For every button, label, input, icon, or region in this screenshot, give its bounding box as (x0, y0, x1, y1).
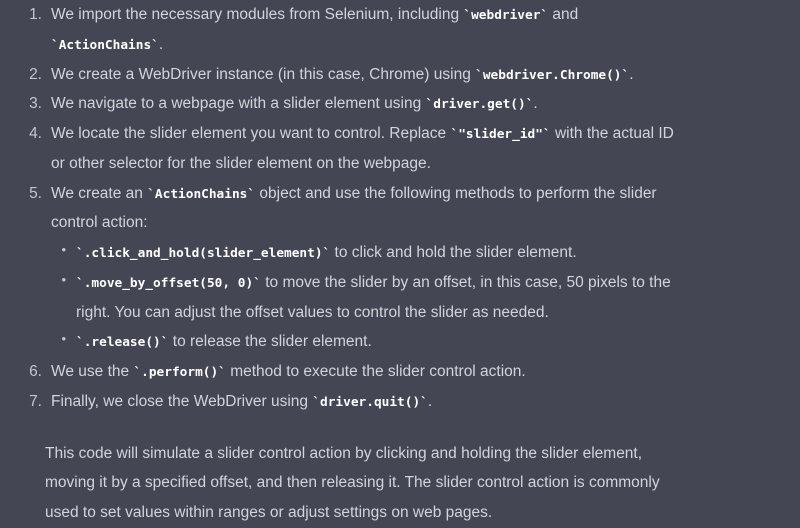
text-segment: . (533, 95, 538, 113)
line-text: We create an `ActionChains` object and u… (51, 179, 657, 210)
line-text: `.click_and_hold(slider_element)` to cli… (76, 238, 577, 269)
text-segment: We locate the slider element you want to… (51, 125, 451, 142)
line-text: or other selector for the slider element… (51, 149, 431, 179)
list-item-line: right. You can adjust the offset values … (0, 298, 800, 328)
line-text: `ActionChains`. (51, 30, 163, 61)
list-item-line: 2. We create a WebDriver instance (in thi… (0, 60, 800, 90)
line-text: control action: (51, 208, 148, 238)
list-number: 2. (29, 65, 42, 83)
inline-code: `driver.quit()` (312, 394, 428, 410)
text-segment: to click and hold the slider element. (330, 244, 577, 261)
line-text: right. You can adjust the offset values … (76, 298, 549, 328)
line-text: We locate the slider element you want to… (51, 119, 674, 150)
text-segment: moving it by a specified offset, and the… (45, 474, 660, 492)
paragraph-line: moving it by a specified offset, and the… (0, 468, 800, 498)
bullet-marker: • (61, 242, 66, 257)
line-text: `.move_by_offset(50, 0)` to move the sli… (76, 268, 671, 299)
text-segment: with the actual ID (550, 125, 674, 142)
paragraph-line: used to set values within ranges or adju… (0, 498, 800, 528)
line-text: We create a WebDriver instance (in this … (51, 60, 634, 91)
text-segment: We import the necessary modules from Sel… (51, 6, 464, 23)
text-segment: used to set values within ranges or adju… (45, 504, 493, 521)
text-segment: control action: (51, 214, 148, 232)
inline-code: `.release()` (76, 335, 169, 351)
inline-code: `"slider_id"` (450, 127, 551, 142)
inline-code: `webdriver` (463, 8, 549, 23)
text-segment: This code will simulate a slider control… (45, 444, 643, 462)
text-segment: We create an (51, 184, 148, 202)
text-segment: right. You can adjust the offset values … (76, 303, 549, 321)
line-text: This code will simulate a slider control… (45, 439, 642, 469)
line-text: `.release()` to release the slider eleme… (76, 327, 372, 358)
list-number: 3. (29, 95, 42, 113)
list-item-line: 6. We use the `.perform()` method to exec… (0, 357, 800, 387)
inline-code: `ActionChains` (51, 37, 159, 53)
line-text: Finally, we close the WebDriver using `d… (51, 387, 432, 418)
list-item-line: • `.move_by_offset(50, 0)` to move the sl… (0, 268, 800, 298)
inline-code: `.click_and_hold(slider_element)` (76, 246, 331, 261)
text-segment: method to execute the slider control act… (225, 363, 526, 380)
list-number: 7. (29, 392, 42, 410)
paragraph-line: This code will simulate a slider control… (0, 439, 800, 469)
line-text: We use the `.perform()` method to execut… (51, 357, 526, 388)
list-number: 6. (29, 363, 42, 380)
text-segment: object and use the following methods to … (255, 184, 657, 202)
list-item-line: 7. Finally, we close the WebDriver using … (0, 387, 800, 417)
inline-code: `.move_by_offset(50, 0)` (76, 275, 261, 291)
text-segment: . (158, 35, 164, 53)
list-number: 4. (29, 125, 42, 142)
line-text: used to set values within ranges or adju… (45, 498, 492, 528)
line-text: We navigate to a webpage with a slider e… (51, 89, 538, 120)
list-item-line: control action: (0, 208, 800, 238)
list-item-line: 1. We import the necessary modules from S… (0, 0, 800, 30)
text-segment: We create a WebDriver instance (in this … (51, 65, 476, 83)
line-text: We import the necessary modules from Sel… (51, 0, 578, 31)
list-item-line: • `.click_and_hold(slider_element)` to cl… (0, 238, 800, 268)
list-item-line: 3. We navigate to a webpage with a slider… (0, 89, 800, 119)
inline-code: `.perform()` (133, 365, 226, 380)
list-number: 5. (29, 184, 42, 202)
line-text: moving it by a specified offset, and the… (45, 468, 660, 498)
inline-code: `driver.get()` (425, 97, 534, 113)
list-item-line: 5. We create an `ActionChains` object and… (0, 179, 800, 209)
inline-code: `ActionChains` (147, 186, 256, 202)
list-number: 1. (29, 6, 42, 23)
list-item-line: `ActionChains`. (0, 30, 800, 60)
text-segment: We use the (51, 363, 134, 380)
bullet-marker: • (61, 271, 66, 287)
text-segment: or other selector for the slider element… (51, 154, 431, 172)
bullet-marker: • (61, 331, 66, 347)
text-segment: We navigate to a webpage with a slider e… (51, 95, 426, 113)
list-item-line: • `.release()` to release the slider elem… (0, 327, 800, 357)
inline-code: `webdriver.Chrome()` (475, 67, 630, 83)
text-segment: Finally, we close the WebDriver using (51, 392, 313, 410)
text-segment: . (427, 392, 433, 410)
text-segment: and (548, 6, 579, 23)
text-segment: . (629, 65, 634, 83)
text-segment: to move the slider by an offset, in this… (260, 273, 671, 291)
list-item-line: or other selector for the slider element… (0, 149, 800, 179)
list-item-line: 4. We locate the slider element you want … (0, 119, 800, 149)
text-segment: to release the slider element. (168, 333, 372, 351)
